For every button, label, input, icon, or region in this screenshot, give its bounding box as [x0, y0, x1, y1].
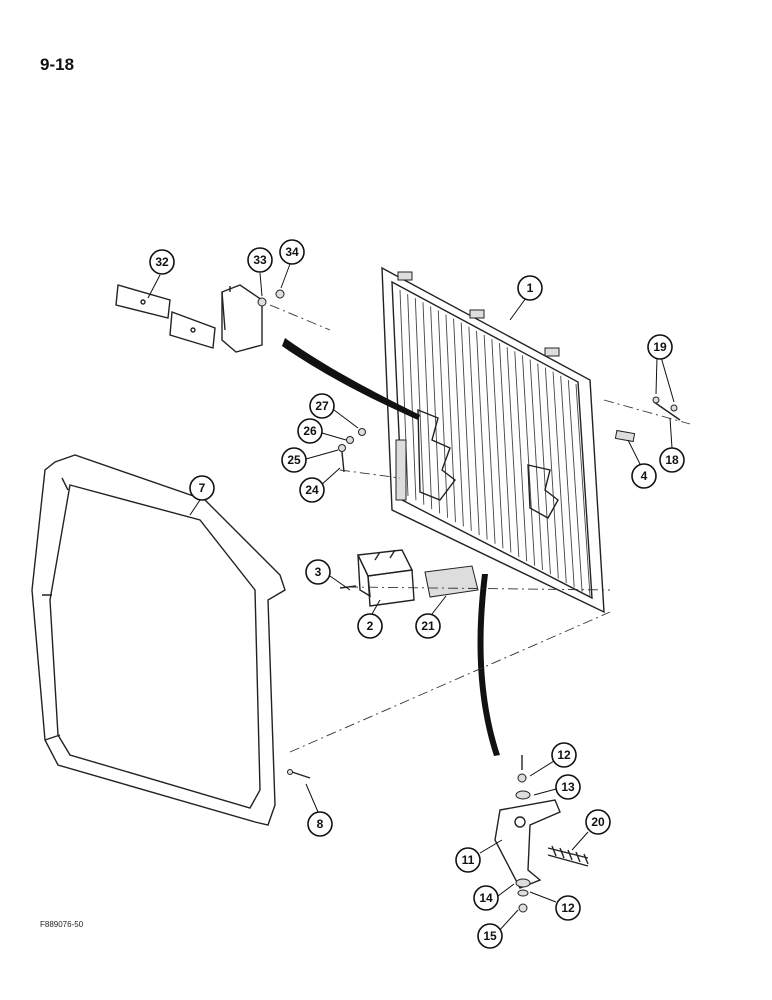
callout-20: 20: [585, 809, 611, 835]
callout-label: 3: [315, 565, 322, 579]
radiator-screen-part: [381, 266, 605, 614]
callout-12-lower: 12: [555, 895, 581, 921]
page-number: 9-18: [40, 55, 75, 74]
callout-label: 14: [479, 891, 493, 905]
callout-21: 21: [415, 613, 441, 639]
callout-34: 34: [279, 239, 305, 265]
lower-latch-assembly-part: [494, 755, 589, 913]
screen-slat: [560, 375, 575, 588]
callout-label: 18: [665, 453, 679, 467]
screen-slat: [575, 383, 591, 597]
screen-slat: [437, 310, 449, 518]
callout-label: 34: [285, 245, 299, 259]
screen-slat: [544, 367, 559, 579]
front-grille-frame-part: [31, 454, 286, 826]
screen-slat: [483, 334, 496, 544]
leader-lines: [147, 263, 675, 933]
seal-gasket-part: [424, 565, 479, 598]
callout-7: 7: [189, 475, 215, 501]
callout-11: 11: [455, 847, 481, 873]
callout-13: 13: [555, 774, 581, 800]
screen-slat: [529, 359, 543, 570]
callout-4: 4: [631, 463, 657, 489]
callout-19: 19: [647, 334, 673, 360]
screen-slat: [514, 351, 528, 562]
callout-label: 12: [557, 748, 571, 762]
clip-part: [614, 429, 636, 443]
callout-12-upper: 12: [551, 742, 577, 768]
callout-label: 7: [199, 481, 206, 495]
mounting-hardware-part: [338, 428, 366, 473]
screen-slat: [491, 339, 504, 549]
screw-part: [287, 769, 311, 779]
screen-slat: [422, 302, 433, 510]
callout-label: 25: [287, 453, 301, 467]
screen-slat: [407, 294, 417, 501]
callout-label: 21: [421, 619, 435, 633]
callout-27: 27: [309, 393, 335, 419]
callout-24: 24: [299, 477, 325, 503]
callout-label: 19: [653, 340, 667, 354]
rod-pin-part: [652, 396, 681, 421]
screen-slat: [460, 322, 472, 531]
screen-slat: [506, 347, 520, 557]
callout-label: 26: [303, 424, 317, 438]
callout-33: 33: [247, 247, 273, 273]
callout-label: 32: [155, 255, 169, 269]
screen-slat: [499, 343, 512, 553]
callout-26: 26: [297, 418, 323, 444]
screen-slat: [453, 318, 464, 527]
screen-slat: [445, 314, 456, 523]
callout-label: 33: [253, 253, 267, 267]
bracket-assembly-part: [115, 284, 285, 353]
callout-25: 25: [281, 447, 307, 473]
callout-label: 2: [367, 619, 374, 633]
screen-slat: [476, 330, 488, 540]
screen-slat: [414, 298, 425, 505]
callout-label: 11: [462, 853, 475, 867]
callout-label: 24: [305, 483, 319, 497]
callout-label: 8: [317, 817, 324, 831]
callout-label: 13: [561, 780, 575, 794]
screen-slat: [552, 371, 567, 583]
callout-label: 1: [527, 281, 534, 295]
callout-label: 27: [315, 399, 329, 413]
explosion-arrow-lower: [477, 574, 500, 756]
screen-slat: [567, 379, 583, 592]
callout-8: 8: [307, 811, 333, 837]
screen-slat: [399, 289, 409, 497]
callout-label: 12: [561, 901, 575, 915]
callout-label: 4: [641, 469, 648, 483]
callout-label: 15: [483, 929, 497, 943]
latch-bracket-part: [339, 549, 415, 607]
screen-slat: [468, 326, 480, 536]
callout-label: 20: [591, 815, 605, 829]
callout-2: 2: [357, 613, 383, 639]
screen-slat: [430, 306, 441, 514]
explosion-arrow-upper: [282, 338, 420, 420]
callout-18: 18: [659, 447, 685, 473]
callout-14: 14: [473, 885, 499, 911]
figure-code: F889076-50: [40, 920, 84, 929]
callout-1: 1: [517, 275, 543, 301]
assembly-centerlines: [269, 304, 691, 753]
callout-32: 32: [149, 249, 175, 275]
screen-slat: [521, 355, 536, 566]
callout-15: 15: [477, 923, 503, 949]
callout-3: 3: [305, 559, 331, 585]
